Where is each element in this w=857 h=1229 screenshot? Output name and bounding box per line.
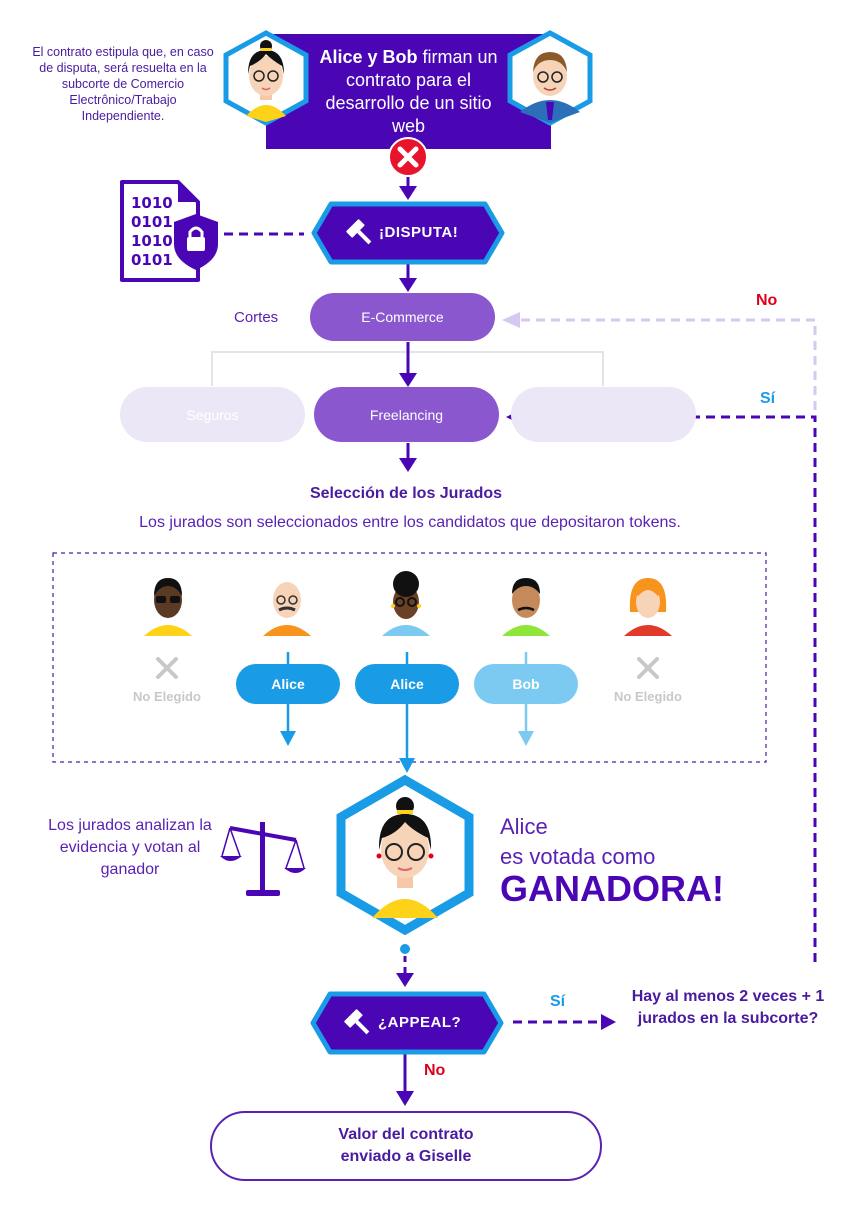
winner-line3: GANADORA! — [500, 868, 724, 909]
gavel-icon — [344, 1009, 370, 1035]
smart-contract-document-icon — [120, 180, 218, 282]
selection-title: Selección de los Jurados — [309, 485, 503, 502]
selection-subtitle: Los jurados son seleccionados entre los … — [139, 514, 681, 531]
alice-avatar-icon — [223, 30, 309, 126]
dispute-label: ¡DISPUTA! — [379, 224, 459, 241]
juror-vote-3: Alice — [355, 664, 459, 704]
juror-vote-4: Bob — [474, 664, 578, 704]
appeal-label: ¿APPEAL? — [378, 1014, 462, 1031]
appeal-no-label: No — [424, 1062, 446, 1079]
juror-vote-2: Alice — [236, 664, 340, 704]
loop-yes-label: Sí — [760, 390, 776, 407]
winner-text: Alice es votada como — [500, 812, 655, 872]
juror-5-avatar-icon — [624, 578, 672, 636]
juror-selection-box — [52, 552, 767, 763]
contract-header: Alice y Bob firman un contrato para el d… — [266, 34, 551, 149]
court-seguros[interactable]: Seguros — [120, 387, 305, 442]
not-selected-x-icon — [156, 657, 178, 679]
appeal-yes-label: Sí — [550, 993, 566, 1010]
juror-4-avatar-icon — [502, 578, 550, 636]
loop-no-line — [518, 318, 817, 410]
appeal-shape — [310, 991, 504, 1055]
juror-not-selected-1: No Elegido — [133, 689, 201, 704]
court-other[interactable] — [511, 387, 696, 442]
jurors-question: Hay al menos 2 veces + 1 jurados en la s… — [631, 988, 825, 1027]
header-rest: firman un contrato para el desarrollo de… — [325, 46, 498, 136]
winner-line1: Alice — [500, 814, 548, 839]
not-selected-x-icon — [637, 657, 659, 679]
contract-note: El contrato estipula que, en caso de dis… — [32, 45, 214, 123]
court-ecommerce[interactable]: E-Commerce — [310, 293, 495, 341]
gavel-icon — [346, 219, 372, 245]
scales-icon — [220, 822, 306, 896]
juror-3-avatar-icon — [382, 571, 430, 636]
juror-not-selected-5: No Elegido — [614, 689, 682, 704]
final-result: Valor del contrato enviado a Giselle — [210, 1111, 602, 1181]
juror-2-avatar-icon — [263, 582, 311, 636]
dispute-shape — [311, 201, 505, 265]
cortes-label: Cortes — [234, 309, 279, 326]
cancel-x-icon — [388, 137, 428, 177]
header-names: Alice y Bob — [319, 46, 418, 67]
loop-no-label: No — [756, 292, 778, 309]
final-text: Valor del contrato enviado a Giselle — [338, 1126, 474, 1165]
winner-line2: es votada como — [500, 844, 656, 869]
jurors-note: Los jurados analizan la evidencia y vota… — [48, 817, 212, 878]
court-freelancing[interactable]: Freelancing — [314, 387, 499, 442]
bob-avatar-icon — [507, 30, 593, 126]
binary-text: 1010 0101 1010 0101 — [131, 194, 173, 269]
winner-alice-avatar-icon — [372, 797, 438, 918]
juror-1-avatar-icon — [144, 578, 192, 636]
